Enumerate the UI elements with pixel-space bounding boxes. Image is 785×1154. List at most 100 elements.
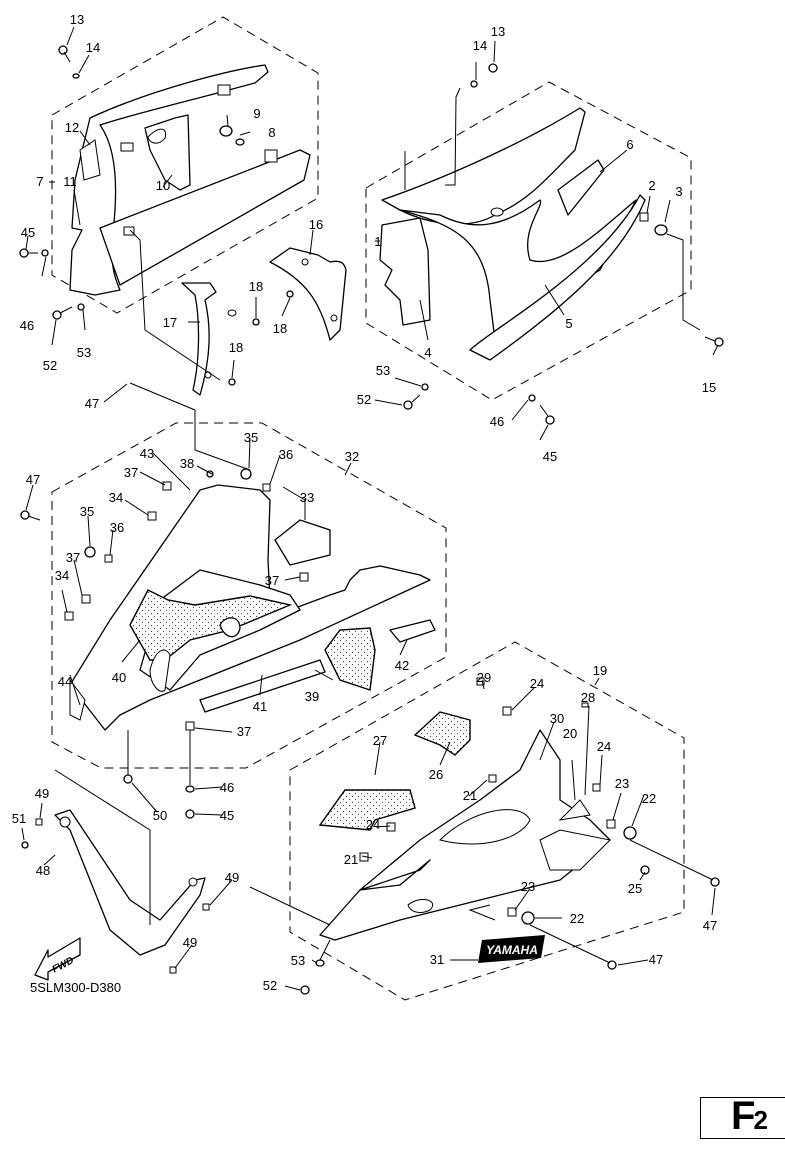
callout-38: 38	[180, 456, 194, 471]
yamaha-emblem-31: YAMAHA	[478, 935, 545, 963]
callout-52: 52	[263, 978, 277, 993]
callout-50: 50	[153, 808, 167, 823]
callout-26: 26	[429, 767, 443, 782]
assembly-boundary-19	[289, 641, 685, 1001]
callout-43: 43	[140, 446, 154, 461]
callout-35: 35	[80, 504, 94, 519]
callout-8: 8	[268, 125, 275, 140]
callout-22: 22	[570, 911, 584, 926]
assembly-boundary-7	[51, 16, 319, 314]
forward-arrow-icon: FWD	[34, 937, 81, 981]
assembly-boundary-1	[365, 81, 692, 401]
inner-panel-assembly-32	[20, 468, 436, 819]
callout-37: 37	[265, 573, 279, 588]
callout-53: 53	[291, 953, 305, 968]
callout-17: 17	[163, 315, 177, 330]
callout-46: 46	[20, 318, 34, 333]
callout-52: 52	[43, 358, 57, 373]
callout-35: 35	[244, 430, 258, 445]
callout-6: 6	[626, 137, 633, 152]
callout-25: 25	[628, 881, 642, 896]
side-cowl-left-assembly	[69, 64, 311, 296]
callout-32: 32	[345, 449, 359, 464]
callout-45: 45	[543, 449, 557, 464]
callout-46: 46	[490, 414, 504, 429]
callout-39: 39	[305, 689, 319, 704]
callout-47: 47	[703, 918, 717, 933]
callout-14: 14	[473, 38, 487, 53]
callout-29: 29	[477, 670, 491, 685]
callout-51: 51	[12, 811, 26, 826]
leader-lines	[21, 26, 719, 991]
cowling-stay-48	[21, 809, 210, 974]
callout-1: 1	[374, 234, 381, 249]
callout-15: 15	[702, 380, 716, 395]
callout-42: 42	[395, 658, 409, 673]
callout-20: 20	[563, 726, 577, 741]
callout-45: 45	[220, 808, 234, 823]
page-id: F2	[731, 1094, 768, 1139]
callout-31: 31	[430, 952, 444, 967]
side-cowl-right-assembly	[379, 107, 668, 361]
callout-41: 41	[253, 699, 267, 714]
emblem-text: YAMAHA	[486, 943, 538, 957]
callout-21: 21	[463, 788, 477, 803]
page-id-number: 2	[753, 1105, 768, 1135]
callout-53: 53	[77, 345, 91, 360]
callout-23: 23	[615, 776, 629, 791]
under-cowl-assembly-19	[300, 677, 720, 995]
callout-47: 47	[649, 952, 663, 967]
callout-33: 33	[300, 490, 314, 505]
callout-13: 13	[491, 24, 505, 39]
callout-12: 12	[65, 120, 79, 135]
callout-18: 18	[249, 279, 263, 294]
callout-4: 4	[424, 345, 431, 360]
callout-40: 40	[112, 670, 126, 685]
callout-47: 47	[26, 472, 40, 487]
fasteners-group-1	[403, 63, 724, 425]
callout-13: 13	[70, 12, 84, 27]
callout-49: 49	[35, 786, 49, 801]
callout-34: 34	[55, 568, 69, 583]
callout-48: 48	[36, 863, 50, 878]
callout-37: 37	[66, 550, 80, 565]
callout-23: 23	[521, 879, 535, 894]
callout-47: 47	[85, 396, 99, 411]
callout-30: 30	[550, 711, 564, 726]
callout-11: 11	[63, 174, 77, 189]
drawing-code: 5SLM300-D380	[30, 980, 122, 995]
callout-49: 49	[225, 870, 239, 885]
callout-18: 18	[229, 340, 243, 355]
callout-7: 7	[36, 174, 43, 189]
callout-44: 44	[58, 674, 72, 689]
callout-28: 28	[581, 690, 595, 705]
callout-27: 27	[373, 733, 387, 748]
callout-14: 14	[86, 40, 100, 55]
page-id-letter: F	[731, 1094, 755, 1138]
page-id-box: F2	[700, 1094, 785, 1139]
callout-19: 19	[593, 663, 607, 678]
callout-36: 36	[279, 447, 293, 462]
callout-34: 34	[109, 490, 123, 505]
callout-49: 49	[183, 935, 197, 950]
callout-24: 24	[597, 739, 611, 754]
callout-9: 9	[253, 106, 260, 121]
callout-22: 22	[642, 791, 656, 806]
callout-36: 36	[110, 520, 124, 535]
callout-18: 18	[273, 321, 287, 336]
callout-46: 46	[220, 780, 234, 795]
fasteners-group-7	[19, 45, 85, 320]
assembly-boundary-32	[51, 422, 447, 769]
callout-24: 24	[366, 817, 380, 832]
callout-3: 3	[675, 184, 682, 199]
callout-16: 16	[309, 217, 323, 232]
callout-24: 24	[530, 676, 544, 691]
callout-5: 5	[565, 316, 572, 331]
callout-53: 53	[376, 363, 390, 378]
inner-panels-16-17	[181, 247, 347, 396]
callout-10: 10	[156, 178, 170, 193]
callout-52: 52	[357, 392, 371, 407]
callout-21: 21	[344, 852, 358, 867]
